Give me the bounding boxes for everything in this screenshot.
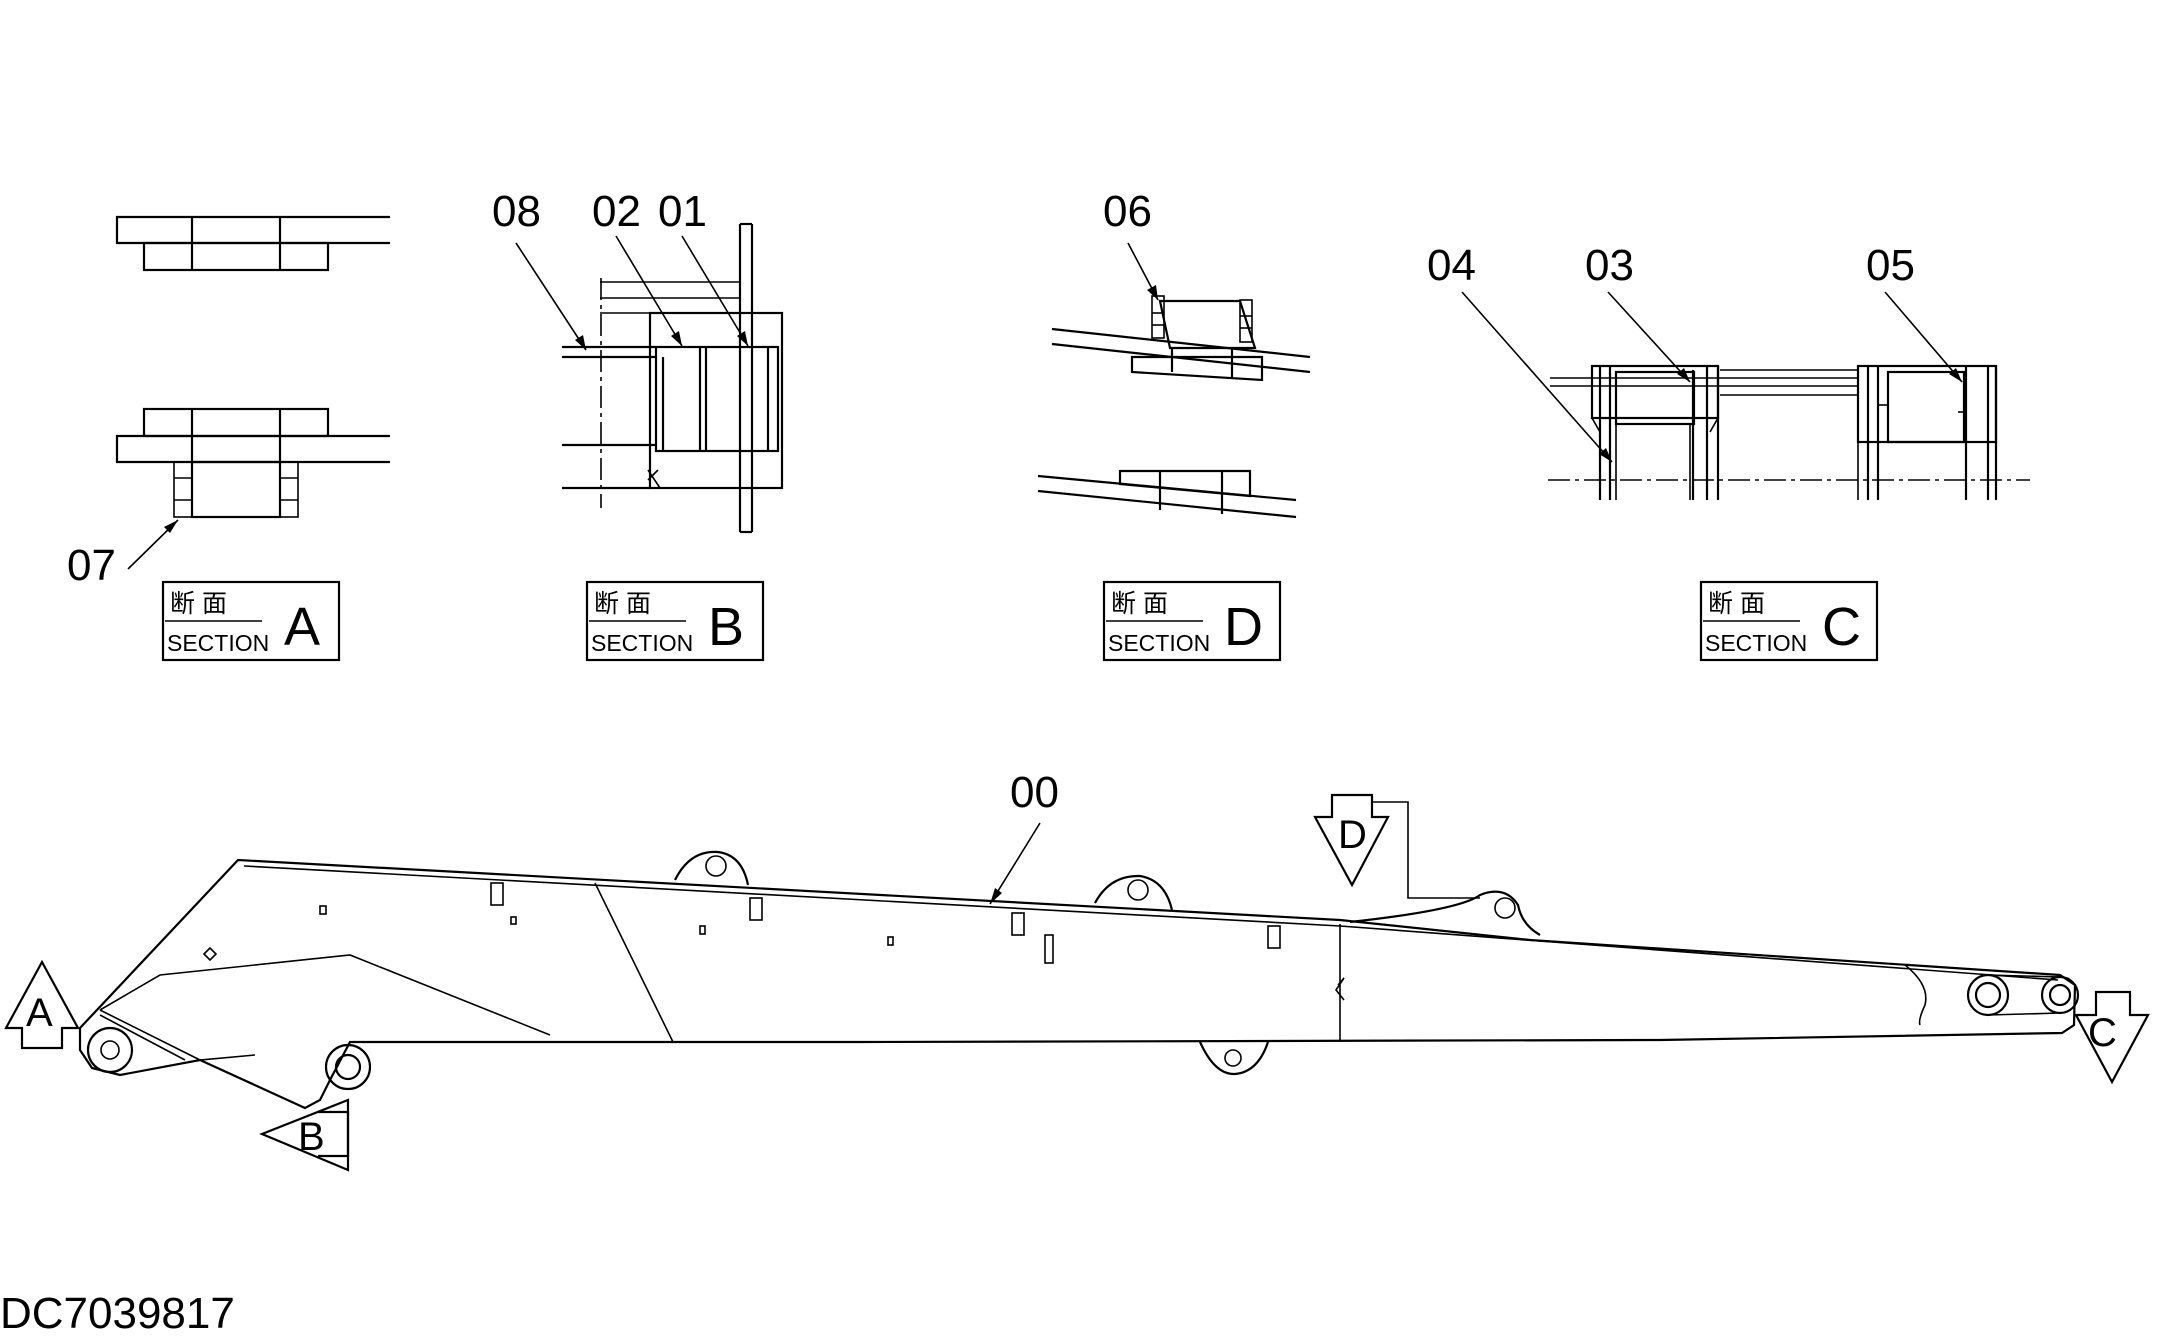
svg-text:D: D (1338, 813, 1367, 857)
svg-text:D: D (1224, 597, 1263, 657)
part-label-07: 07 (67, 541, 116, 590)
part-label-00: 00 (1010, 768, 1059, 817)
view-arrow-b: B (259, 1098, 350, 1172)
svg-text:C: C (2088, 1011, 2117, 1055)
svg-text:A: A (284, 597, 320, 657)
svg-text:SECTION: SECTION (591, 630, 693, 656)
svg-text:断 面: 断 面 (594, 590, 651, 618)
view-arrow-a: A (4, 959, 80, 1050)
svg-text:C: C (1822, 597, 1861, 657)
part-label-06: 06 (1103, 187, 1152, 236)
document-id: DC7039817 (0, 1289, 235, 1338)
section-b-detail (515, 222, 784, 534)
view-arrow-d: D (1313, 793, 1480, 899)
section-c-detail (1461, 291, 2030, 500)
svg-text:SECTION: SECTION (1108, 630, 1210, 656)
svg-text:SECTION: SECTION (167, 630, 269, 656)
part-label-08: 08 (492, 187, 541, 236)
section-d-detail (1037, 242, 1311, 519)
view-arrow-c: C (2074, 990, 2150, 1085)
section-c-label: 断 面 SECTION C (1699, 580, 1879, 662)
svg-text:B: B (708, 597, 744, 657)
svg-text:B: B (298, 1115, 325, 1159)
section-b-label: 断 面 SECTION B (585, 580, 765, 662)
part-label-05: 05 (1866, 241, 1915, 290)
section-a-label: 断 面 SECTION A (161, 580, 341, 662)
part-label-04: 04 (1427, 241, 1476, 290)
svg-text:A: A (26, 991, 53, 1035)
part-label-01: 01 (658, 187, 707, 236)
section-d-label: 断 面 SECTION D (1102, 580, 1282, 662)
part-label-02: 02 (592, 187, 641, 236)
svg-text:断 面: 断 面 (1111, 590, 1168, 618)
arm-main-view (78, 822, 2080, 1110)
svg-text:断 面: 断 面 (170, 590, 227, 618)
svg-text:断 面: 断 面 (1708, 590, 1765, 618)
svg-text:SECTION: SECTION (1705, 630, 1807, 656)
part-label-03: 03 (1585, 241, 1634, 290)
section-a-detail (115, 215, 390, 570)
